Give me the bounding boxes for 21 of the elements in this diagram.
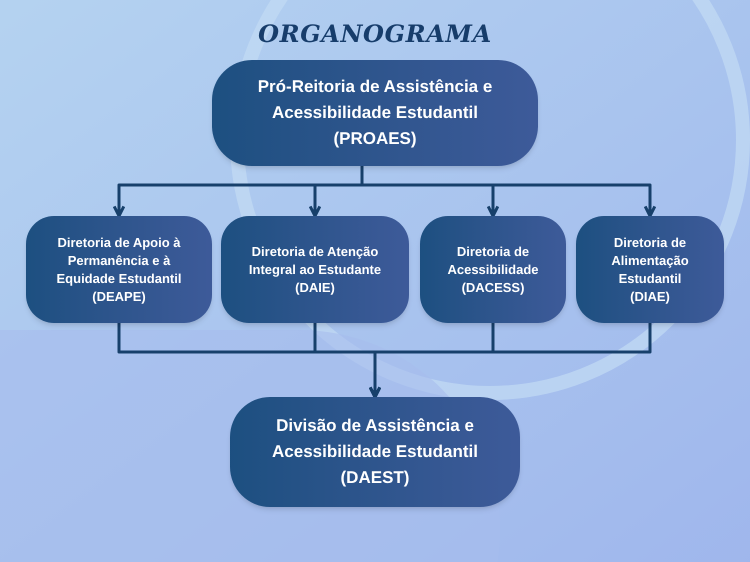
unit-name: (DEAPE) bbox=[92, 288, 146, 306]
unit-name: Diretoria de Atenção Integral ao Estudante bbox=[248, 242, 382, 278]
org-unit-box bbox=[230, 397, 520, 507]
connector-arrow bbox=[360, 166, 656, 218]
unit-name: (DAEST) bbox=[340, 467, 410, 489]
org-unit-box bbox=[221, 216, 409, 323]
org-unit-box bbox=[420, 216, 566, 323]
org-unit-box bbox=[212, 60, 538, 166]
title: ORGANOGRAMA bbox=[258, 18, 492, 50]
org-unit-box bbox=[576, 216, 724, 323]
unit-name: (DIAE) bbox=[630, 288, 670, 306]
unit-name: (DAIE) bbox=[295, 278, 335, 296]
unit-name: Pró-Reitoria de Assistência e Acessibilidade Estudantil bbox=[256, 76, 494, 124]
unit-name: (DACESS) bbox=[462, 278, 524, 296]
unit-name: Diretoria de Acessibilidade bbox=[446, 242, 540, 278]
unit-name: (PROAES) bbox=[333, 128, 417, 150]
unit-name: Diretoria de Apoio à Permanência e à Equidade Estudantil bbox=[56, 234, 182, 288]
connector-arrow bbox=[368, 323, 652, 398]
unit-name: Divisão de Assistência e Acessibilidade Estudantil bbox=[271, 415, 479, 463]
org-unit-box bbox=[26, 216, 212, 323]
unit-name: Diretoria de Alimentação Estudantil bbox=[610, 234, 690, 288]
